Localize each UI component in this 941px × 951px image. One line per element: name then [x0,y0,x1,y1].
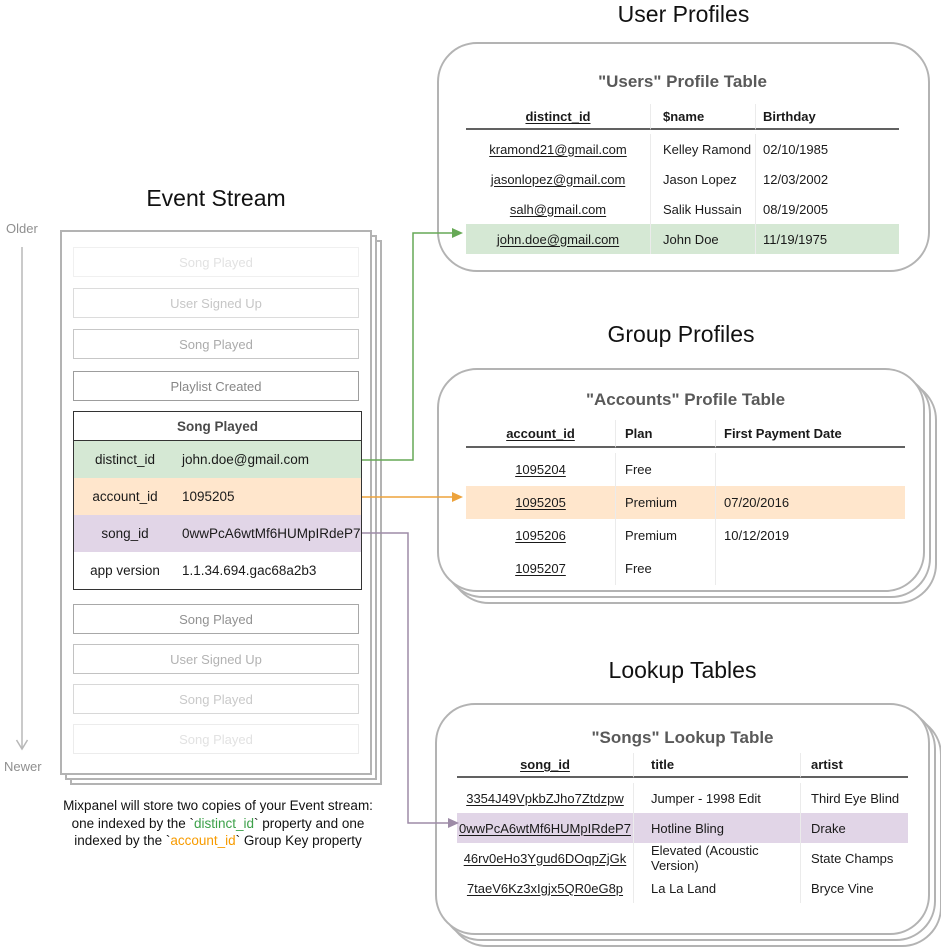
cell-first-payment-date: 10/12/2019 [715,519,905,552]
cell-name: Kelley Ramond [650,134,755,164]
cell-distinct-id: kramond21@gmail.com [489,141,627,157]
event-box: Song Played [73,247,359,277]
cell-first-payment-date: 07/20/2016 [715,486,905,519]
event-box: Song Played [73,724,359,754]
distinct-id-token: distinct_id [193,815,255,831]
column-header: $name [650,104,755,130]
cell-title: La La Land [633,873,800,903]
focused-event-name: Song Played [74,412,361,441]
caption-line-2: one indexed by the `distinct_id` propert… [28,815,408,833]
column-header: Plan [615,420,715,448]
event-box: User Signed Up [73,644,359,674]
cell-name: Salik Hussain [650,194,755,224]
property-value: john.doe@gmail.com [182,452,310,467]
event-box: Song Played [73,604,359,634]
cell-first-payment-date [715,552,905,585]
property-row-song-id: song_id 0wwPcA6wtMf6HUMpIRdeP7 [74,515,361,552]
property-key: song_id [101,526,149,541]
footer-caption: Mixpanel will store two copies of your E… [28,797,408,850]
caption-text: ` property and one [254,815,365,831]
event-box: Playlist Created [73,371,359,401]
cell-song-id: 0wwPcA6wtMf6HUMpIRdeP7 [457,813,633,843]
cell-artist: Drake [800,813,908,843]
cell-name: Jason Lopez [650,164,755,194]
column-header: song_id [457,753,633,778]
property-row-account-id: account_id 1095205 [74,478,361,515]
cell-title: Hotline Bling [633,813,800,843]
newer-label: Newer [4,759,42,774]
property-key: account_id [92,489,158,504]
column-header: account_id [466,420,615,448]
cell-title: Elevated (Acoustic Version) [633,843,800,873]
cell-distinct-id: salh@gmail.com [509,201,607,217]
event-box: Song Played [73,684,359,714]
user-profiles-title: User Profiles [617,1,750,27]
users-table: distinct_id $name Birthday kramond21@gma… [466,104,899,254]
cell-plan: Premium [615,486,715,519]
timeline-arrow [15,247,29,751]
cell-birthday: 08/19/2005 [755,194,899,224]
caption-line-3: indexed by the `account_id` Group Key pr… [28,832,408,850]
cell-account-id: 1095207 [515,561,566,576]
cell-account-id: 1095206 [515,528,566,543]
property-row-distinct-id: distinct_id john.doe@gmail.com [74,441,361,478]
cell-artist: Third Eye Blind [800,783,908,813]
cell-song-id: 46rv0eHo3Ygud6DOqpZjGk [463,850,627,866]
column-header: Birthday [755,104,899,130]
cell-artist: Bryce Vine [800,873,908,903]
event-box: Song Played [73,329,359,359]
cell-birthday: 02/10/1985 [755,134,899,164]
property-key: distinct_id [94,452,156,467]
down-arrow-icon [15,739,29,751]
users-table-title: "Users" Profile Table [598,72,767,91]
cell-artist: State Champs [800,843,908,873]
property-value: 0wwPcA6wtMf6HUMpIRdeP7 [182,526,361,541]
accounts-table-title: "Accounts" Profile Table [585,390,786,409]
cell-first-payment-date [715,453,905,486]
cell-distinct-id: jasonlopez@gmail.com [490,171,626,187]
column-header: title [633,753,800,778]
cell-title: Jumper - 1998 Edit [633,783,800,813]
cell-birthday: 11/19/1975 [755,224,899,254]
property-key: app version [90,563,160,578]
cell-plan: Premium [615,519,715,552]
songs-table: song_id title artist 3354J49VpkbZJho7Ztd… [457,753,908,903]
caption-text: one indexed by the ` [71,815,194,831]
property-value: 1095205 [182,489,235,504]
lookup-tables-title: Lookup Tables [608,657,757,683]
event-box: User Signed Up [73,288,359,318]
cell-account-id: 1095204 [515,462,566,477]
caption-text: indexed by the ` [74,833,171,848]
cell-song-id: 3354J49VpkbZJho7Ztdzpw [466,790,624,806]
caption-line-1: Mixpanel will store two copies of your E… [63,798,373,813]
cell-plan: Free [615,552,715,585]
songs-table-title: "Songs" Lookup Table [591,728,774,747]
column-header: distinct_id [466,104,650,130]
column-header: artist [800,753,908,778]
property-value: 1.1.34.694.gac68a2b3 [182,563,317,578]
group-profiles-title: Group Profiles [607,321,755,347]
event-stream-title: Event Stream [146,185,286,211]
property-row-app-version: app version 1.1.34.694.gac68a2b3 [74,552,361,589]
account-id-token: account_id [170,833,236,848]
cell-birthday: 12/03/2002 [755,164,899,194]
cell-name: John Doe [650,224,755,254]
caption-text: ` Group Key property [235,833,362,848]
cell-plan: Free [615,453,715,486]
focused-event-card: Song Played distinct_id john.doe@gmail.c… [73,411,362,590]
column-header: First Payment Date [715,420,905,448]
accounts-table: account_id Plan First Payment Date 10952… [466,420,905,585]
group-profiles-card [437,368,925,592]
older-label: Older [6,221,38,236]
cell-distinct-id: john.doe@gmail.com [466,224,650,254]
cell-song-id: 7taeV6Kz3xIgjx5QR0eG8p [466,880,624,896]
cell-account-id: 1095205 [466,486,615,519]
